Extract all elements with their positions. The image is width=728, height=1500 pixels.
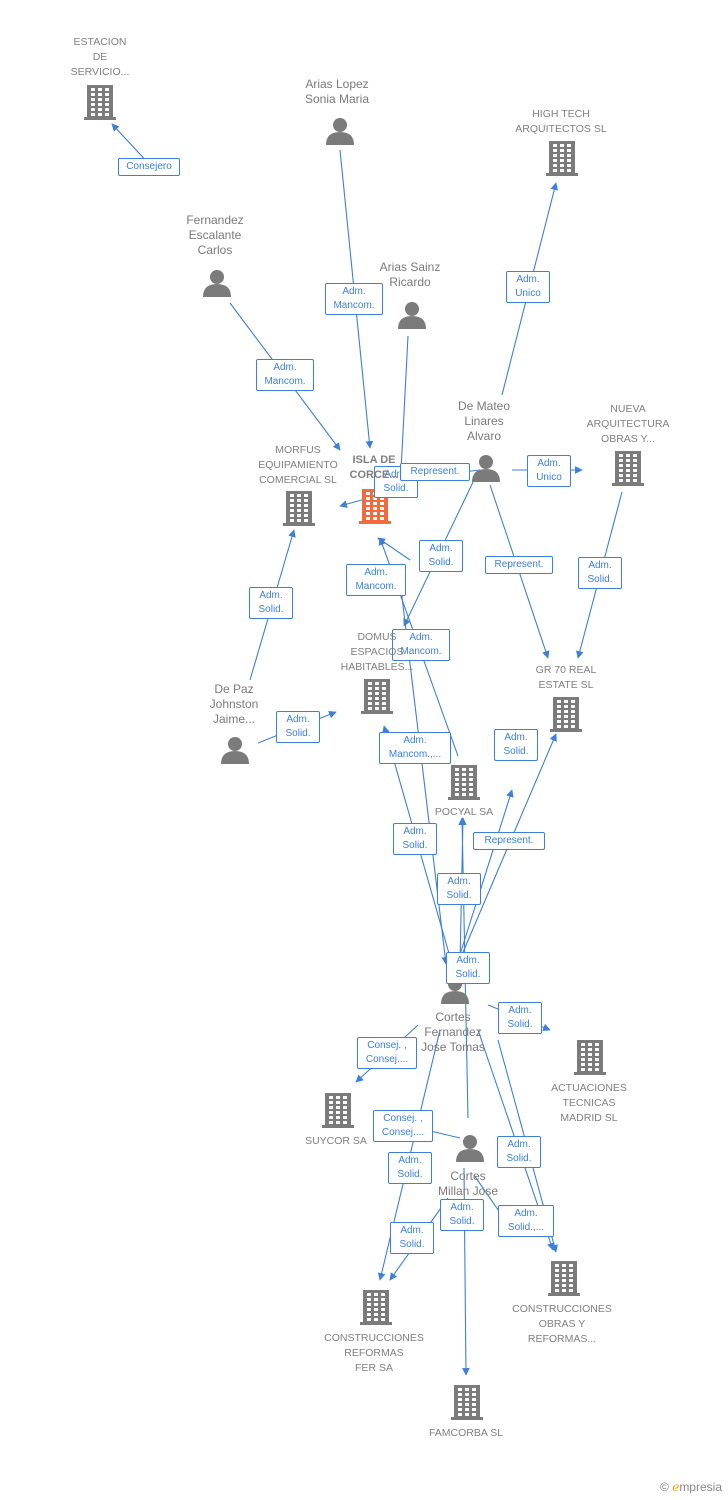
edge-label-cortes_fj-to-cons_fer[interactable]: Adm. Solid. [388,1152,432,1184]
edge-label-cortes_fj-to-cons_obras[interactable]: Adm. Solid.,... [498,1205,554,1237]
edge-label-demateo-to-nueva[interactable]: Adm. Unico [527,455,571,487]
edge-label-fernandez-to-estacion[interactable]: Consejero [118,158,180,176]
node-label-morfus: MORFUS EQUIPAMIENTO COMERCIAL SL [258,444,338,486]
node-label-suycor: SUYCOR SA [305,1135,367,1147]
edge-label-fernandez-to-isla[interactable]: Adm. Mancom. [256,359,314,391]
node-label-arias_lopez: Arias Lopez Sonia Maria [304,77,370,106]
edge-label-demateo-to-gr70[interactable]: Represent. [485,556,553,574]
brand-initial: e [672,1480,680,1494]
copyright-symbol: © [660,1480,669,1494]
node-label-estacion: ESTACION DE SERVICIO... [70,36,130,78]
building-icon-morfus[interactable] [283,491,315,526]
node-label-cortes_fj: Cortes Fernandez Jose Tomas [421,1010,485,1054]
watermark: © empresia [660,1480,722,1494]
edge-label-cortes_fj-to-pocyal[interactable]: Represent. [473,832,545,850]
edge-label-cortes_fj-to-pocyal[interactable]: Adm. Solid. [437,873,481,905]
node-label-cortes_mj: Cortes Millan Jose [437,1169,499,1198]
edge-label-cortes_fj-to-actuaciones[interactable]: Adm. Solid. [498,1002,542,1034]
node-label-hightech: HIGH TECH ARQUITECTOS SL [515,108,607,135]
edge-label-cortes_fj-to-suycor[interactable]: Consej. , Consej.... [357,1037,417,1069]
node-label-pocyal: POCYAL SA [434,806,494,818]
edge-line-cortes_fj-to-pocyal [456,789,514,965]
edge-label-arias_lopez-to-isla[interactable]: Adm. Mancom. [325,283,383,315]
node-label-actuaciones: ACTUACIONES TECNICAS MADRID SL [551,1082,627,1124]
node-label-demateo: De Mateo Linares Alvaro [457,399,511,443]
edge-label-cortes_mj-to-famcorba[interactable]: Adm. Solid. [440,1199,484,1231]
person-icon-arias_lopez[interactable] [326,118,354,145]
edge-label-nueva-to-gr70[interactable]: Adm. Solid. [578,557,622,589]
building-icon-gr70[interactable] [550,697,582,732]
edge-label-demateo-to-isla[interactable]: Represent. [400,463,470,481]
person-icon-depaz[interactable] [221,737,249,764]
building-icon-estacion[interactable] [84,85,116,120]
edge-label-pocyal-to-domus[interactable]: Adm. Mancom. [392,629,450,661]
node-label-isla: ISLA DE CORCE... [349,454,399,481]
building-icon-hightech[interactable] [546,141,578,176]
person-icon-fernandez[interactable] [203,270,231,297]
node-label-depaz: De Paz Johnston Jaime... [209,682,259,726]
edge-label-depaz-to-domus[interactable]: Adm. Solid. [276,711,320,743]
edge-label-demateo-to-hightech[interactable]: Adm. Unico [506,271,550,303]
building-icon-actuaciones[interactable] [574,1040,606,1075]
building-icon-cons_fer[interactable] [360,1290,392,1325]
person-icon-demateo[interactable] [472,455,500,482]
node-label-domus: DOMUS ESPACIOS HABITABLES... [340,631,414,673]
building-icon-nueva[interactable] [612,451,644,486]
node-label-cons_obras: CONSTRUCCIONES OBRAS Y REFORMAS... [512,1303,612,1345]
edge-line-cortes_fj-to-isla [377,537,411,561]
edge-label-cortes_fj-to-cons_obras[interactable]: Adm. Solid. [497,1136,541,1168]
node-label-fernandez: Fernandez Escalante Carlos [186,213,244,257]
node-label-nueva: NUEVA ARQUITECTURA OBRAS Y... [586,403,670,445]
building-icon-suycor[interactable] [322,1093,354,1128]
brand-name: mpresia [679,1480,722,1494]
edge-label-cortes_fj-to-isla[interactable]: Adm. Solid. [393,823,437,855]
edge-label-cortes_mj-to-suycor[interactable]: Consej. , Consej.... [373,1110,433,1142]
building-icon-famcorba[interactable] [451,1385,483,1420]
edge-label-demateo-to-domus[interactable]: Adm. Solid. [419,540,463,572]
building-icon-cons_obras[interactable] [548,1261,580,1296]
icons-layer [84,85,644,1420]
node-label-cons_fer: CONSTRUCCIONES REFORMAS FER SA [324,1332,424,1374]
person-icon-cortes_mj[interactable] [456,1135,484,1162]
edge-label-depaz-to-morfus[interactable]: Adm. Solid. [249,587,293,619]
edge-label-cortes_fj-to-gr70[interactable]: Adm. Solid. [494,729,538,761]
edge-label-cortes_fj-to-isla[interactable]: Adm. Mancom. [346,564,406,596]
building-icon-pocyal[interactable] [448,765,480,800]
node-label-famcorba: FAMCORBA SL [428,1427,504,1439]
edge-label-cortes_mj-to-pocyal[interactable]: Adm. Solid. [446,952,490,984]
node-label-arias_sainz: Arias Sainz Ricardo [379,260,441,289]
node-label-gr70: GR 70 REAL ESTATE SL [535,664,597,691]
edge-label-cortes_mj-to-cons_fer[interactable]: Adm. Solid. [390,1222,434,1254]
edge-label-cortes_fj-to-domus[interactable]: Adm. Mancom.,... [379,732,451,764]
person-icon-arias_sainz[interactable] [398,302,426,329]
building-icon-domus[interactable] [361,679,393,714]
